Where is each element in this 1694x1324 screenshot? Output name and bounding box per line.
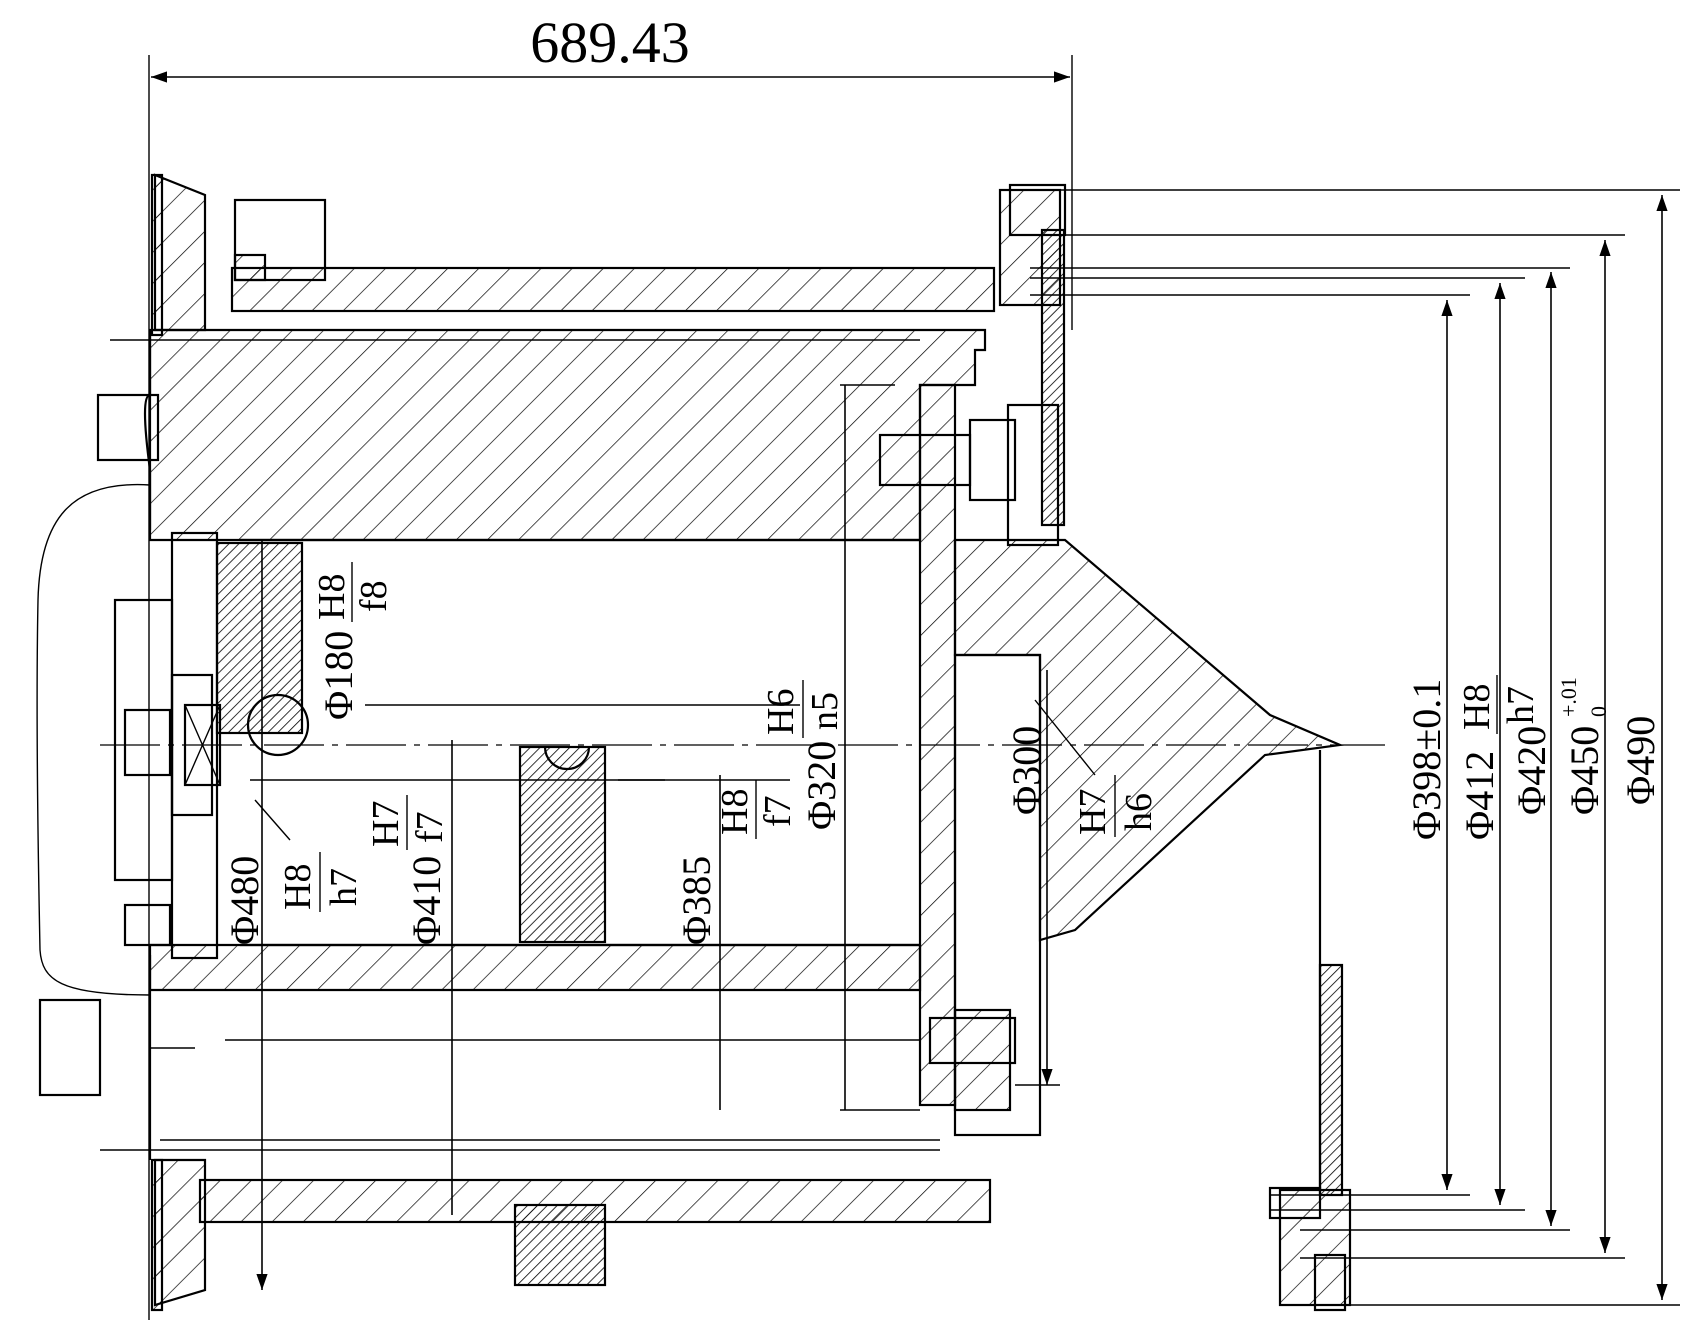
phi300-den: h6 [1118, 793, 1160, 831]
right-diameter-dimensions [1030, 189, 1680, 1306]
phi480-num: H8 [277, 864, 319, 910]
svg-text:Φ420: Φ420 [1509, 726, 1554, 815]
fit-label-phi410: Φ410 H7 f7 [365, 795, 451, 945]
front-bearing-block [215, 541, 607, 1287]
bolt-left-bottom [38, 998, 102, 1097]
label-d412: Φ412 H8 h7 [1456, 675, 1542, 840]
phi320-dia: Φ320 [799, 741, 844, 830]
label-d398: Φ398±0.1 [1404, 679, 1449, 840]
fit-label-phi180: Φ180 H8 f8 [311, 562, 395, 720]
left-cover-plate [36, 483, 222, 996]
d450-upper: +.01 [1556, 677, 1581, 717]
phi480-dia: Φ480 [222, 856, 267, 945]
label-d490: Φ490 [1618, 716, 1663, 805]
phi320-num: H6 [760, 689, 802, 735]
phi180-den: f8 [353, 580, 395, 612]
phi410-den: f7 [409, 811, 451, 843]
phi385-den: f7 [757, 795, 799, 827]
fit-label-phi300: Φ300 [1004, 726, 1049, 815]
overall-length-label: 689.43 [530, 10, 690, 75]
diameter-dimension-lines [250, 384, 1060, 1290]
d450-lower: 0 [1586, 706, 1611, 717]
bolt-left-lower [123, 903, 172, 947]
svg-text:Φ490: Φ490 [1618, 716, 1663, 805]
fit-label-phi480-frac: H8 h7 [277, 852, 365, 912]
bolts [38, 183, 1347, 1312]
bolt-top-right [1008, 183, 1067, 237]
phi180-num: H8 [311, 574, 353, 620]
bolt-bottom-right-2 [1313, 1253, 1347, 1312]
bolt-mid-lower [928, 1016, 1017, 1065]
left-end-flange [143, 173, 207, 1312]
phi300-num: H7 [1072, 789, 1114, 835]
d412-num: H8 [1456, 684, 1498, 730]
phi385-dia: Φ385 [674, 856, 719, 945]
d412-dia: Φ412 [1457, 751, 1502, 840]
svg-text:Φ398±0.1: Φ398±0.1 [1404, 679, 1449, 840]
phi410-num: H7 [365, 801, 407, 847]
bolt-left-upper [96, 393, 160, 462]
phi300-dia: Φ300 [1004, 726, 1049, 815]
rotor-body [918, 383, 1345, 1137]
d412-den: h7 [1500, 686, 1542, 724]
label-d450: Φ450 +.01 0 [1556, 677, 1611, 815]
bolt-bottom-right [1268, 1186, 1322, 1220]
phi180-dia: Φ180 [316, 631, 361, 720]
phi480-den: h7 [323, 868, 365, 906]
phi385-num: H8 [714, 789, 756, 835]
label-d420: Φ420 [1509, 726, 1554, 815]
phi410-dia: Φ410 [404, 856, 449, 945]
fit-label-phi320: Φ320 H6 n5 [760, 680, 846, 830]
bolt-top-left [233, 198, 327, 282]
phi320-den: n5 [804, 692, 846, 730]
fit-label-phi480: Φ480 [222, 856, 267, 945]
fit-label-phi385: Φ385 H8 f7 [674, 780, 799, 945]
fit-label-phi300-frac: H7 h6 [1072, 775, 1160, 837]
d450-dia: Φ450 [1562, 726, 1607, 815]
oil-channels [100, 329, 940, 1151]
